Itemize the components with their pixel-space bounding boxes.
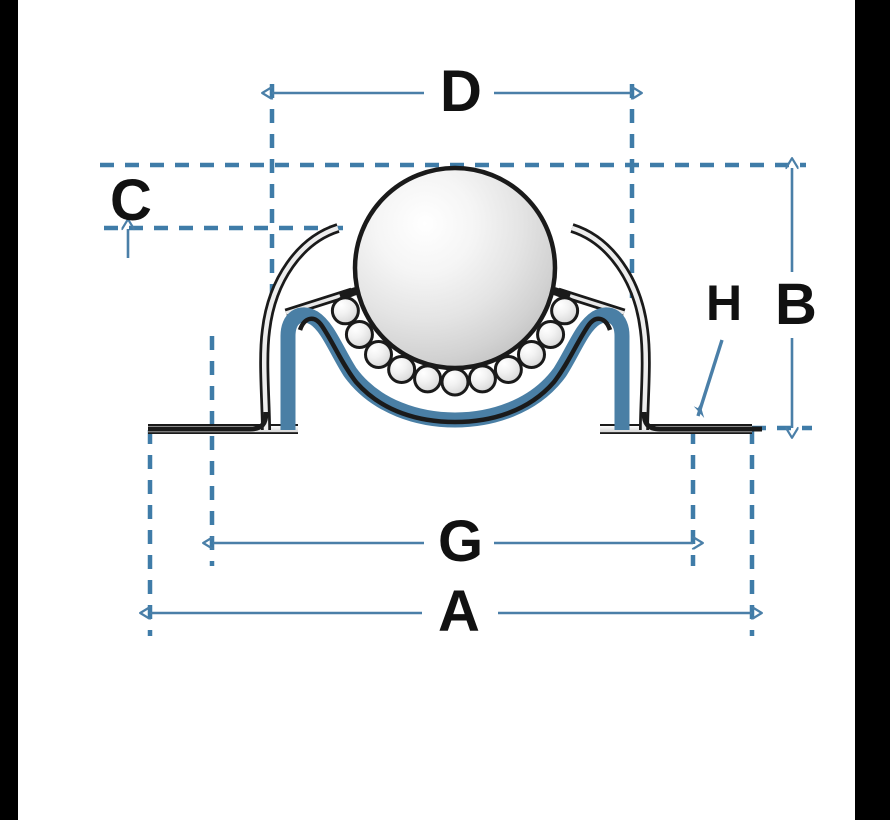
- ball-bearing-row: [330, 296, 580, 397]
- bearing-ball: [440, 367, 470, 397]
- dimension-label-d: D: [440, 59, 482, 124]
- dim-leader-h: [693, 339, 724, 418]
- bearing-ball: [387, 354, 417, 384]
- dimension-label-c: C: [110, 168, 152, 233]
- dimension-label-h: H: [706, 275, 743, 331]
- housing-shell: [148, 223, 762, 432]
- dimension-label-b: B: [775, 272, 817, 337]
- dimension-label-g: G: [438, 509, 484, 574]
- bearing-ball: [364, 339, 394, 369]
- ball-transfer-unit: [148, 165, 762, 434]
- bearing-ball: [467, 364, 497, 394]
- dimension-label-a: A: [438, 579, 480, 644]
- main-ball: [352, 165, 558, 371]
- retainer-tab-tips: [338, 287, 572, 300]
- diagram-canvas: [18, 0, 855, 820]
- dimension-arrows: [128, 93, 792, 613]
- inner-race: [297, 316, 613, 425]
- bearing-ball: [550, 296, 580, 326]
- bearing-ball: [330, 296, 360, 326]
- bearing-ball: [344, 320, 374, 350]
- bearing-ball: [536, 320, 566, 350]
- bearing-ball: [413, 364, 443, 394]
- bearing-ball: [493, 354, 523, 384]
- bearing-ball: [516, 339, 546, 369]
